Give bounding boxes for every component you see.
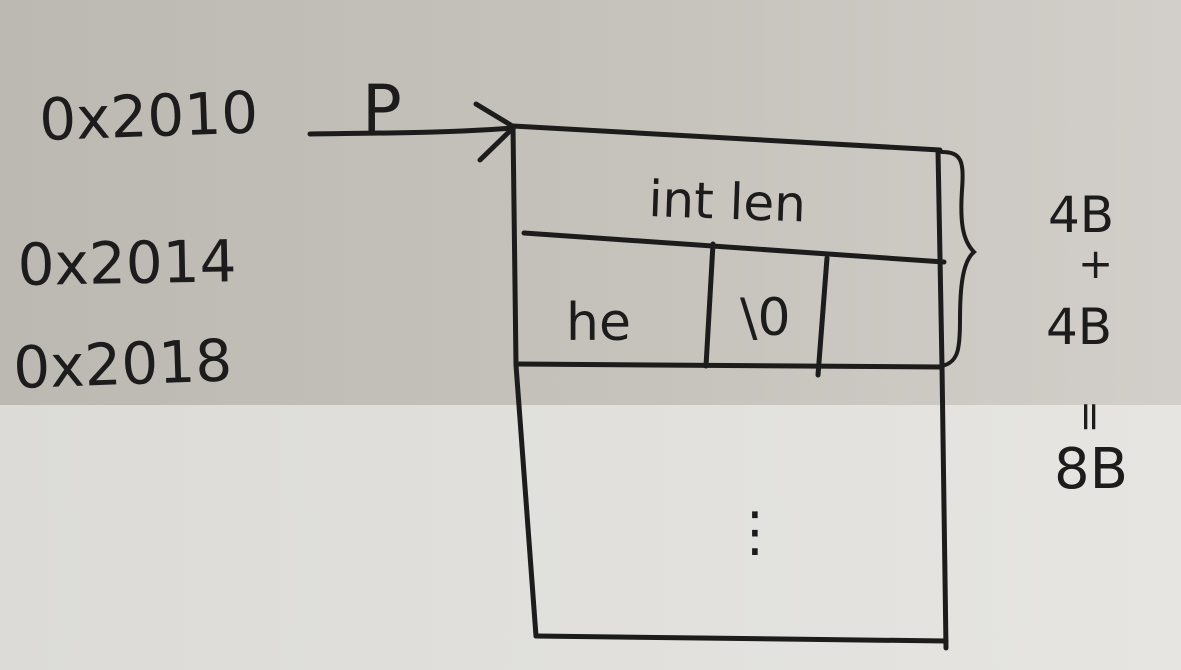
address-label-0x2018: 0x2018 (12, 326, 233, 402)
address-label-0x2010: 0x2010 (38, 78, 259, 154)
cell-null-terminator: \0 (740, 288, 791, 348)
paper-light-region (0, 405, 1181, 670)
struct-end-line (513, 361, 943, 370)
block-top-edge (510, 123, 943, 153)
pointer-label-p: P (362, 71, 402, 148)
cell-he: he (566, 293, 631, 353)
size-4b-first: 4B (1048, 186, 1114, 244)
cell-divider-2 (815, 255, 830, 378)
size-4b-second: 4B (1046, 298, 1112, 356)
cell-divider-1 (703, 241, 716, 369)
address-label-0x2014: 0x2014 (17, 227, 237, 299)
size-equals-sign: = (1067, 400, 1113, 434)
field-int-len: int len (648, 170, 807, 233)
paper-shadow-region (0, 0, 1181, 405)
memory-block (510, 123, 949, 651)
size-8b-total: 8B (1054, 437, 1128, 502)
continuation-dots: ⋮ (728, 500, 782, 563)
size-brace (940, 150, 977, 368)
len-divider-line (521, 230, 947, 265)
size-plus-sign: + (1078, 239, 1113, 288)
block-bottom-edge (533, 633, 949, 644)
